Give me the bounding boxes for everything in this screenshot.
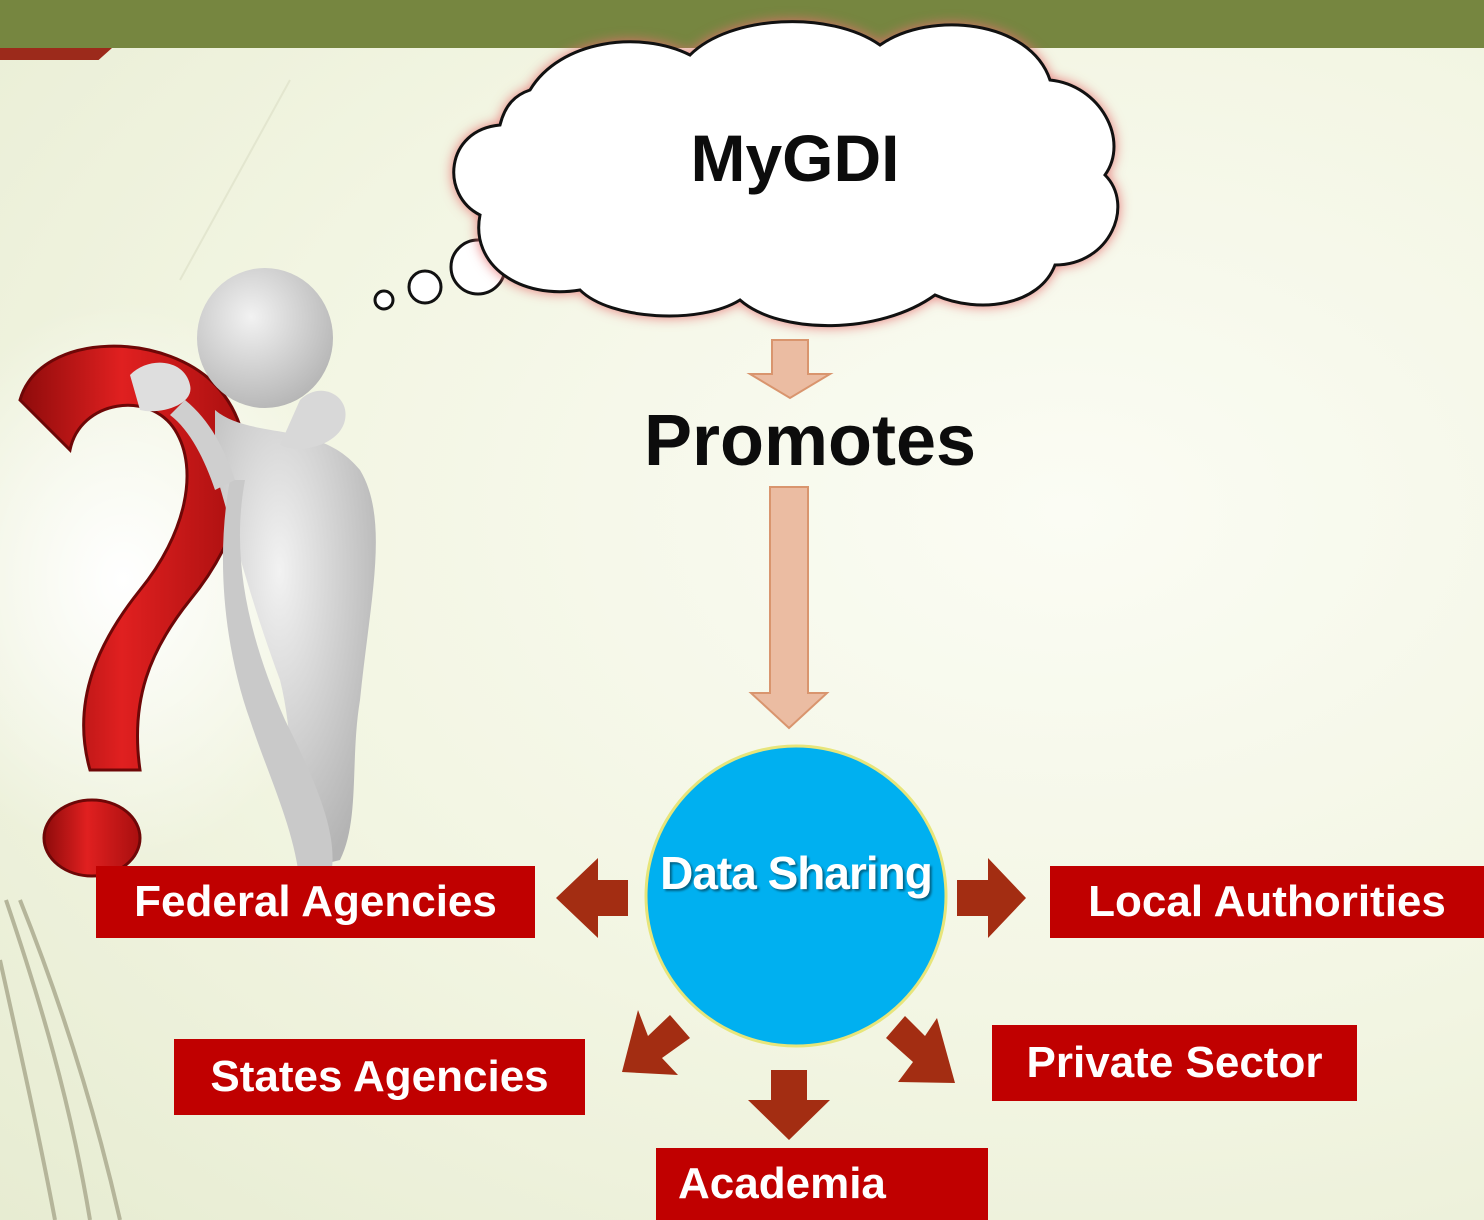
arrow-down-long (748, 486, 830, 730)
data-sharing-hub (644, 744, 948, 1048)
decorative-line (179, 79, 291, 281)
arrow-down-bottom (748, 1070, 830, 1140)
arrow-down-right (886, 1016, 955, 1083)
top-accent (0, 48, 112, 60)
hub-label: Data Sharing (660, 847, 933, 899)
relation-label: Promotes (643, 401, 977, 481)
cloud-label: MyGDI (690, 121, 900, 195)
arrow-right (957, 858, 1026, 938)
box-local-authorities: Local Authorities (1050, 866, 1484, 938)
thinking-person-figure (130, 268, 376, 885)
box-academia: Academia (656, 1148, 988, 1220)
arrow-down-left (622, 1010, 690, 1075)
cloud-shape (452, 20, 1120, 328)
arrow-left (556, 858, 628, 938)
decorative-lines (0, 899, 122, 1220)
box-private-sector: Private Sector (992, 1025, 1357, 1101)
stakeholder-arrows (556, 858, 1026, 1140)
box-states-agencies: States Agencies (174, 1039, 585, 1115)
box-federal-agencies: Federal Agencies (96, 866, 535, 938)
arrow-down-small (746, 339, 834, 400)
